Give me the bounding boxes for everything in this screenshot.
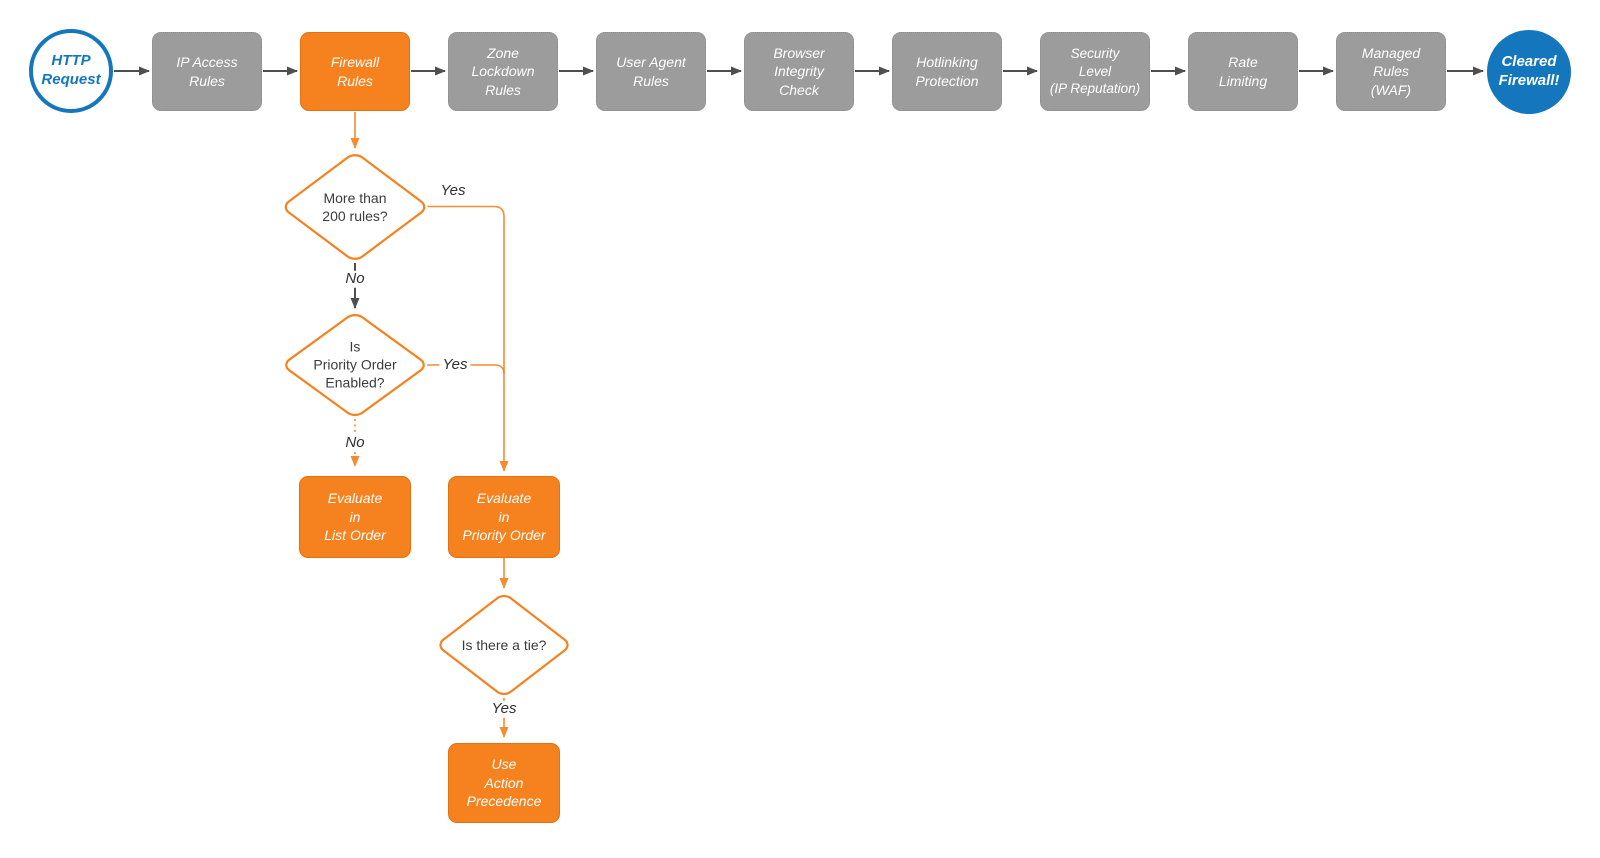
action-use-action-precedence: Use Action Precedence xyxy=(448,743,560,823)
stage-hotlinking-protection: Hotlinking Protection xyxy=(892,32,1002,111)
edge-label-priority-no: No xyxy=(342,434,368,452)
decision-priority-order-enabled-shape xyxy=(282,312,428,418)
stage-ip-access-rules: IP Access Rules xyxy=(152,32,262,111)
stage-browser-integrity-check: Browser Integrity Check xyxy=(744,32,854,111)
decision-is-there-a-tie-label: Is there a tie? xyxy=(461,636,547,653)
stage-user-agent-rules: User Agent Rules xyxy=(596,32,706,111)
decision-is-there-a-tie-shape xyxy=(436,593,571,697)
action-evaluate-in-priority-order: Evaluate in Priority Order xyxy=(448,476,560,558)
stage-rate-limiting: Rate Limiting xyxy=(1188,32,1298,111)
decision-more-than-200-rules-shape xyxy=(281,152,428,262)
start-node-http-request: HTTP Request xyxy=(29,29,113,113)
stage-zone-lockdown-rules: Zone Lockdown Rules xyxy=(448,32,558,111)
decision-priority-order-enabled-label: Is Priority Order Enabled? xyxy=(313,338,397,392)
action-evaluate-in-list-order: Evaluate in List Order xyxy=(299,476,411,558)
connector-rules-yes xyxy=(427,205,509,472)
connector-priority-yes xyxy=(427,364,505,375)
edge-label-rules-yes: Yes xyxy=(437,182,469,200)
stage-firewall-rules: Firewall Rules xyxy=(300,32,410,111)
edge-label-priority-yes: Yes xyxy=(439,356,471,374)
edge-label-tie-yes: Yes xyxy=(488,700,520,718)
stage-security-level-ip-reputation: Security Level (IP Reputation) xyxy=(1040,32,1150,111)
edge-label-rules-no: No xyxy=(342,270,368,288)
decision-more-than-200-rules-label: More than 200 rules? xyxy=(322,189,388,224)
end-node-cleared-firewall: Cleared Firewall! xyxy=(1487,30,1571,114)
stage-managed-rules-waf: Managed Rules (WAF) xyxy=(1336,32,1446,111)
